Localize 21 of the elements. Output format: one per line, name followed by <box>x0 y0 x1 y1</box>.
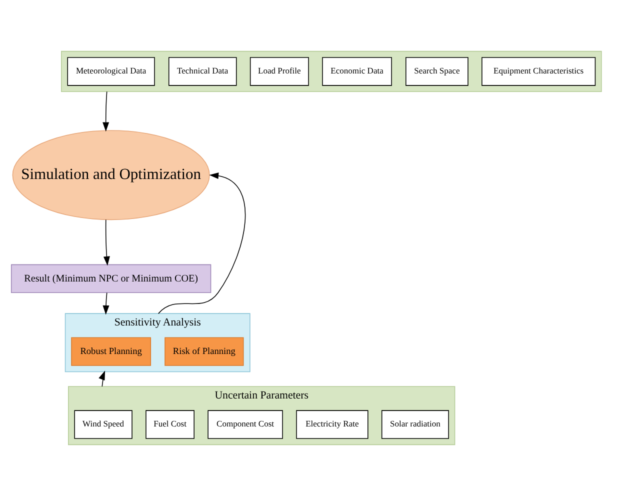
arrow <box>98 370 106 387</box>
arrow <box>103 219 110 266</box>
node-box: Fuel Cost <box>146 410 194 439</box>
cluster <box>61 50 602 92</box>
node-box: Component Cost <box>208 410 283 439</box>
node-box: Electricity Rate <box>296 410 368 439</box>
node-ellipse: Simulation and Optimization <box>12 130 210 220</box>
node-box: Risk of Planning <box>164 337 244 366</box>
node-box: Technical Data <box>168 57 237 86</box>
node-box: Solar radiation <box>381 410 449 439</box>
node-box: Equipment Characteristics <box>482 57 596 86</box>
node-box: Meteorological Data <box>67 57 155 86</box>
node-box: Robust Planning <box>71 337 152 366</box>
arrow <box>102 91 110 132</box>
arrow <box>158 172 246 314</box>
node-box: Wind Speed <box>74 410 132 439</box>
arrow <box>102 292 110 315</box>
node-box: Economic Data <box>322 57 392 86</box>
node-box: Result (Minimum NPC or Minimum COE) <box>10 264 212 293</box>
node-box: Load Profile <box>250 57 309 86</box>
node-box: Search Space <box>406 57 468 86</box>
